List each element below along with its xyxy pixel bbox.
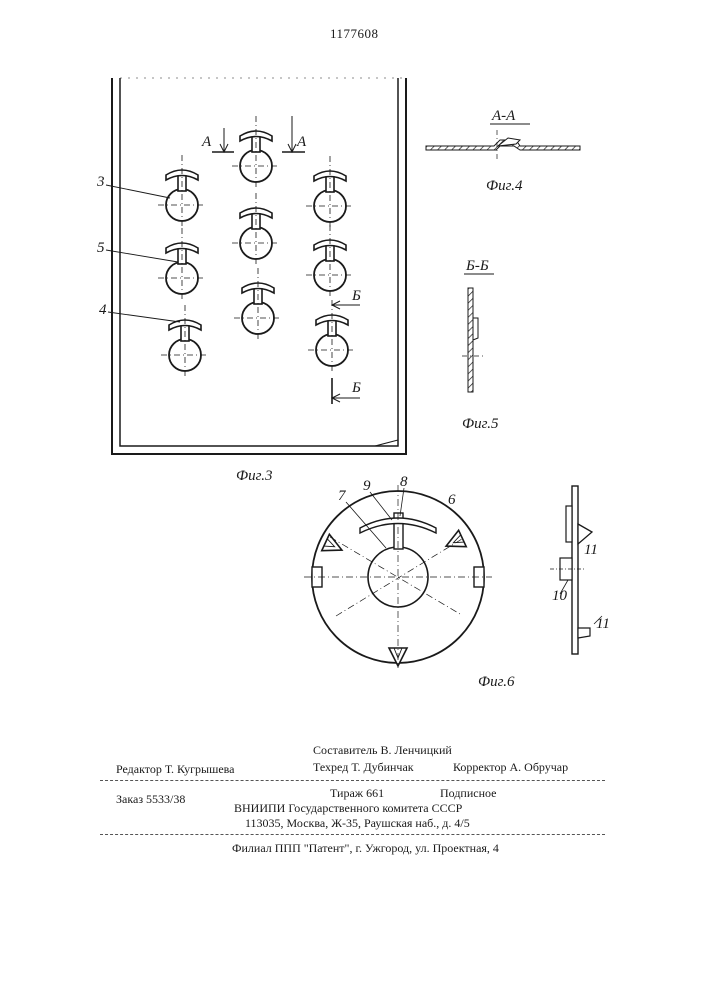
- triangle-tab: [442, 530, 466, 554]
- keyhole-slot: [308, 300, 356, 374]
- imprint-circulation: Тираж 661: [330, 786, 384, 801]
- keyhole-slot: [234, 268, 282, 342]
- keyhole-slot: [306, 156, 354, 230]
- keyhole-slot: [158, 155, 206, 229]
- figure-3-caption: Фиг.3: [236, 468, 272, 484]
- figure-6: 7 9 8 6 Фиг.6: [304, 474, 515, 690]
- imprint-corrector: Корректор А. Обручар: [453, 760, 568, 775]
- imprint-branch: Филиал ППП "Патент", г. Ужгород, ул. Про…: [232, 841, 499, 856]
- keyhole-slot: [232, 193, 280, 267]
- keyhole-slot: [306, 225, 354, 299]
- callout-11-lower: 11: [596, 616, 610, 632]
- section-marker-b-lower: Б: [351, 380, 361, 396]
- keyhole-slot: [161, 305, 209, 379]
- imprint-subscription: Подписное: [440, 786, 497, 801]
- imprint-address: 113035, Москва, Ж-35, Раушская наб., д. …: [245, 816, 470, 831]
- divider: [100, 780, 605, 781]
- imprint-techred: Техред Т. Дубинчак: [313, 760, 414, 775]
- callout-11-upper: 11: [584, 542, 598, 558]
- figure-6-caption: Фиг.6: [478, 674, 515, 690]
- section-b-b-title: Б-Б: [465, 258, 489, 274]
- section-marker-a-right: А: [296, 134, 307, 150]
- keyhole-slot: [232, 116, 280, 190]
- figure-5-caption: Фиг.5: [462, 416, 499, 432]
- callout-8: 8: [400, 474, 408, 490]
- callout-4: 4: [99, 302, 107, 318]
- triangle-tab: [322, 534, 346, 558]
- figure-5: Б-Б Фиг.5: [462, 258, 499, 432]
- section-a-a-title: А-А: [491, 108, 516, 124]
- imprint-organization: ВНИИПИ Государственного комитета СССР: [234, 801, 462, 816]
- figure-4: А-А Фиг.4: [426, 108, 580, 194]
- figure-3: А А Б Б 3 5 4 Фиг.3: [96, 78, 406, 484]
- section-marker-b-upper: Б: [351, 288, 361, 304]
- keyhole-slot: [158, 228, 206, 302]
- section-marker-a-left: А: [201, 134, 212, 150]
- imprint-compiler: Составитель В. Ленчицкий: [313, 743, 452, 758]
- callout-7: 7: [338, 488, 347, 504]
- callout-9: 9: [363, 478, 371, 494]
- imprint-editor: Редактор Т. Кугрышева: [116, 762, 235, 777]
- figure-4-caption: Фиг.4: [486, 178, 523, 194]
- callout-5: 5: [97, 240, 105, 256]
- side-view: 11 10 11: [550, 486, 610, 654]
- callout-6: 6: [448, 492, 456, 508]
- divider: [100, 834, 605, 835]
- imprint-order: Заказ 5533/38: [116, 792, 185, 807]
- callout-10: 10: [552, 588, 568, 604]
- callout-3: 3: [96, 174, 105, 190]
